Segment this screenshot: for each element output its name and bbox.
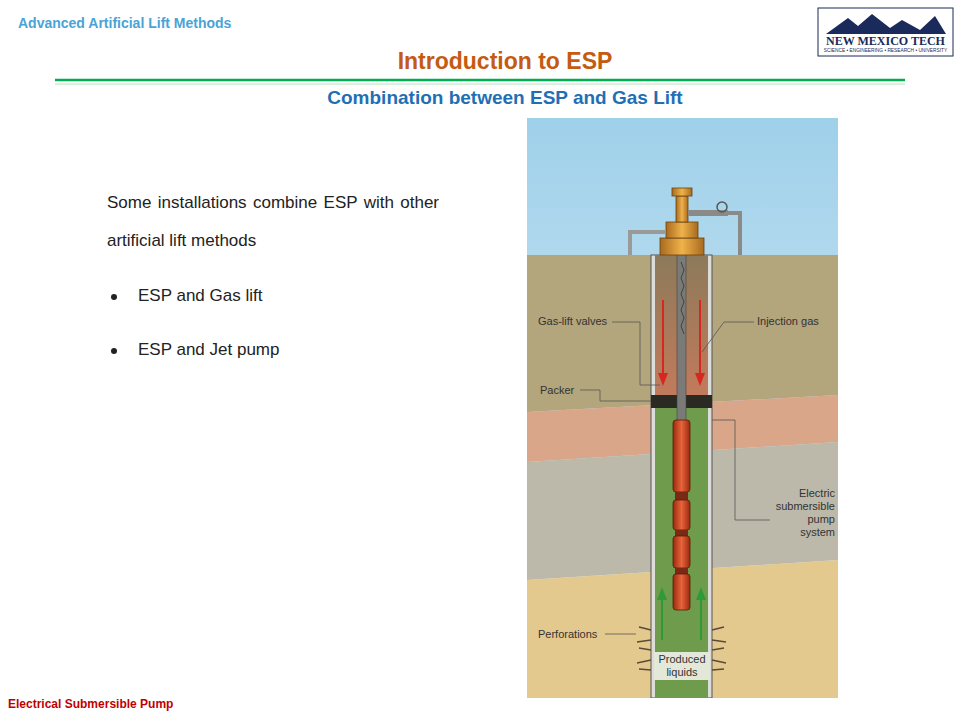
bullet-text: ESP and Gas lift — [138, 285, 262, 307]
slide-subtitle: Combination between ESP and Gas Lift — [200, 85, 810, 111]
footer-text: Electrical Submersible Pump — [8, 697, 173, 712]
title-rule — [55, 79, 905, 82]
slide-title: Introduction to ESP — [200, 46, 810, 76]
logo-text: NEW MEXICO TECH — [820, 35, 951, 48]
course-header: Advanced Artificial Lift Methods — [18, 14, 231, 32]
part-label: Injection gas — [757, 314, 819, 328]
part-label: Produced liquids — [654, 652, 710, 680]
body-text: Some installations combine ESP with othe… — [107, 184, 439, 260]
bullet-dot — [111, 294, 117, 300]
logo-box — [818, 8, 953, 56]
logo-tagline: SCIENCE • ENGINEERING • RESEARCH • UNIVE… — [820, 48, 951, 54]
bullet-text: ESP and Jet pump — [138, 339, 279, 361]
part-label: Perforations — [538, 627, 597, 641]
title-rule — [55, 84, 905, 85]
part-label: Packer — [540, 383, 574, 397]
part-label: Electric submersible pump system — [773, 487, 835, 539]
well-illustration — [527, 118, 838, 698]
logo-mountains — [826, 14, 946, 34]
bullet-dot — [111, 348, 117, 354]
part-label: Gas-lift valves — [538, 314, 607, 328]
